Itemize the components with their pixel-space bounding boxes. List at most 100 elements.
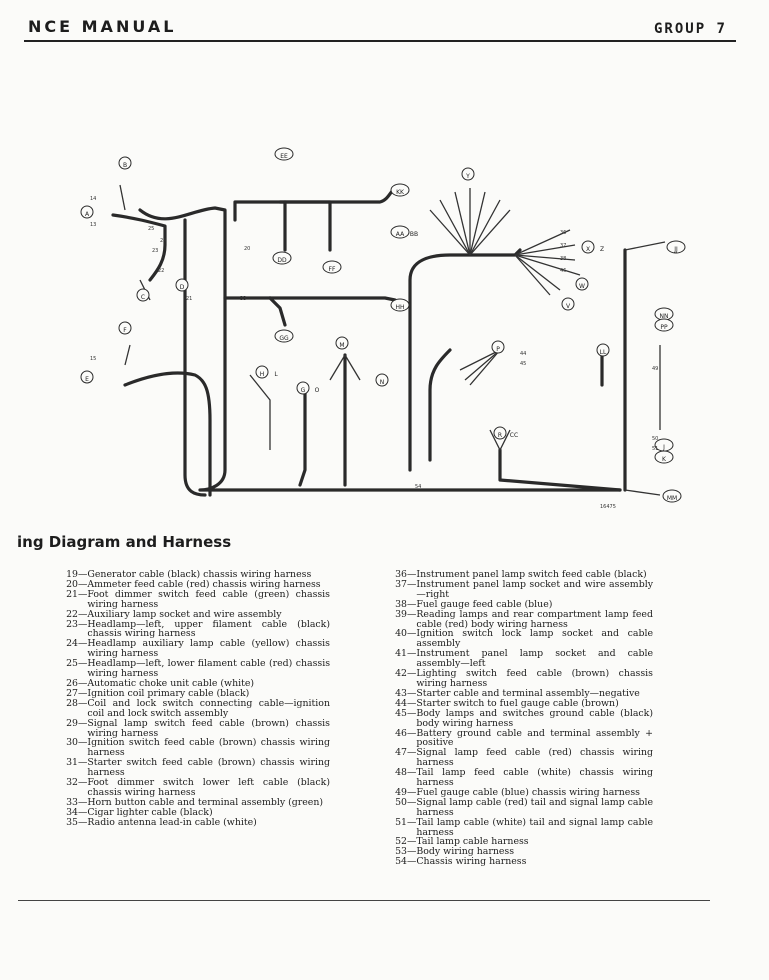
legend-number: 51 — [395, 816, 407, 828]
legend-text: Automatic choke unit cable (white) — [87, 677, 255, 689]
legend-item: 22—Auxiliary lamp socket and wire assemb… — [58, 608, 330, 620]
legend-item: 33—Horn button cable and terminal assemb… — [58, 796, 330, 808]
legend-dash: — — [78, 618, 88, 630]
legend-dash: — — [78, 796, 88, 808]
legend-dash: — — [407, 846, 417, 858]
harness-right-loop — [408, 248, 522, 472]
terminal-label: BB — [410, 231, 418, 238]
legend-dash: — — [407, 786, 417, 798]
legend-number: 24 — [66, 638, 78, 650]
harness-branch-to-a — [111, 213, 167, 282]
wire-number: 22 — [158, 268, 164, 274]
legend-item: 45—Body lamps and switches ground cable … — [387, 708, 653, 729]
legend-item: 39—Reading lamps and rear compartment la… — [387, 608, 653, 630]
legend-dash: — — [407, 856, 417, 868]
legend-text: Tail lamp cable (white) tail and signal … — [416, 816, 653, 838]
legend-text: Tail lamp feed cable (white) chassis wir… — [416, 767, 653, 789]
wire-number: 15 — [90, 356, 96, 362]
wire-number: 38 — [560, 256, 566, 262]
terminal-label: X — [586, 246, 590, 253]
terminal-label: E — [85, 376, 89, 383]
wire-number: 54 — [415, 484, 421, 490]
terminal-label: GG — [279, 335, 289, 342]
legend-text: Body wiring harness — [416, 846, 515, 858]
legend-number: 36 — [395, 569, 407, 580]
legend-item: 37—Instrument panel lamp socket and wire… — [387, 580, 653, 600]
legend-item: 19—Generator cable (black) chassis wirin… — [58, 570, 330, 580]
legend-number: 41 — [395, 648, 407, 660]
terminal-label: MM — [667, 495, 677, 502]
legend-dash: — — [407, 816, 417, 828]
legend-text: Radio antenna lead-in cable (white) — [87, 816, 257, 828]
terminal-label: C — [141, 294, 145, 301]
harness-top-branch — [233, 200, 332, 252]
legend-dash: — — [78, 638, 88, 650]
harness-left-drop — [183, 218, 207, 497]
legend-item: 21—Foot dimmer switch feed cable (green)… — [58, 588, 330, 610]
legend-number: 25 — [66, 658, 78, 670]
legend-text: Ignition switch feed cable (brown) chass… — [87, 737, 330, 759]
legend-dash: — — [407, 668, 417, 680]
legend-right-column: 36—Instrument panel lamp switch feed cab… — [387, 570, 653, 867]
legend-number: 32 — [66, 777, 78, 789]
legend-dash: — — [407, 608, 417, 620]
legend-number: 46 — [395, 727, 407, 739]
section-title: ing Diagram and Harness — [17, 533, 232, 551]
terminal-label: DD — [277, 257, 287, 264]
legend-item: 40—Ignition switch lock lamp socket and … — [387, 629, 653, 649]
harness-hh — [223, 296, 397, 302]
terminal-label: Y — [465, 173, 470, 180]
wire-number: 36 — [560, 230, 566, 236]
legend-item: 28—Coil and lock switch connecting cable… — [58, 697, 330, 719]
legend-dash: — — [407, 628, 417, 640]
wire-number: 44 — [520, 351, 526, 357]
legend-number: 33 — [66, 796, 78, 808]
legend-dash: — — [78, 687, 88, 699]
wire-number: 45 — [520, 361, 526, 367]
legend-number: 50 — [395, 796, 407, 808]
wire-number: 16475 — [600, 504, 616, 510]
legend-text: Headlamp auxiliary lamp cable (yellow) c… — [87, 638, 330, 660]
legend-number: 20 — [66, 578, 78, 590]
legend-text: Signal lamp feed cable (red) chassis wir… — [416, 747, 653, 769]
header-rule — [24, 40, 736, 42]
harness-gg — [268, 296, 287, 327]
legend-text: Headlamp—left, lower filament cable (red… — [87, 658, 330, 680]
group-label: GROUP 7 — [653, 21, 727, 37]
legend-text: Reading lamps and rear compartment lamp … — [416, 608, 653, 630]
wire-number: 46 — [560, 268, 566, 274]
legend-text: Generator cable (black) chassis wiring h… — [87, 569, 312, 580]
legend-text: Instrument panel lamp socket and wire as… — [416, 578, 653, 600]
legend-text: Foot dimmer switch feed cable (green) ch… — [87, 588, 330, 610]
legend-text: Battery ground cable and terminal assemb… — [416, 727, 653, 749]
legend-item: 48—Tail lamp feed cable (white) chassis … — [387, 768, 653, 788]
legend-dash: — — [407, 578, 417, 590]
legend-item: 52—Tail lamp cable harness — [387, 837, 653, 847]
legend-number: 38 — [395, 598, 407, 610]
terminal-label: N — [380, 379, 385, 386]
legend-item: 54—Chassis wiring harness — [387, 857, 653, 867]
wire-number: 24 — [160, 238, 166, 244]
legend-text: Starter switch feed cable (brown) chassi… — [87, 757, 330, 779]
legend-item: 34—Cigar lighter cable (black) — [58, 807, 330, 818]
legend-item: 35—Radio antenna lead-in cable (white) — [58, 816, 330, 828]
legend-dash: — — [407, 598, 417, 610]
legend-dash: — — [407, 747, 417, 759]
legend-text: Auxiliary lamp socket and wire assembly — [87, 608, 282, 620]
terminal-label: NN — [660, 313, 669, 320]
legend-text: Starter cable and terminal assembly—nega… — [416, 687, 640, 699]
terminal-label: LL — [600, 349, 607, 356]
legend-dash: — — [78, 816, 88, 828]
terminal-label: Z — [600, 246, 604, 253]
legend-number: 52 — [395, 836, 407, 848]
terminal-label: FF — [329, 266, 336, 273]
terminal-label: B — [123, 162, 127, 169]
terminal-label: KK — [396, 189, 405, 196]
legend-dash: — — [407, 569, 417, 580]
legend-number: 21 — [66, 588, 78, 600]
terminal-label: P — [496, 346, 500, 353]
terminal-label: G — [301, 387, 306, 394]
legend-item: 38—Fuel gauge feed cable (blue) — [387, 598, 653, 610]
legend-text: Coil and lock switch connecting cable—ig… — [87, 697, 330, 719]
legend-item: 26—Automatic choke unit cable (white) — [58, 679, 330, 689]
